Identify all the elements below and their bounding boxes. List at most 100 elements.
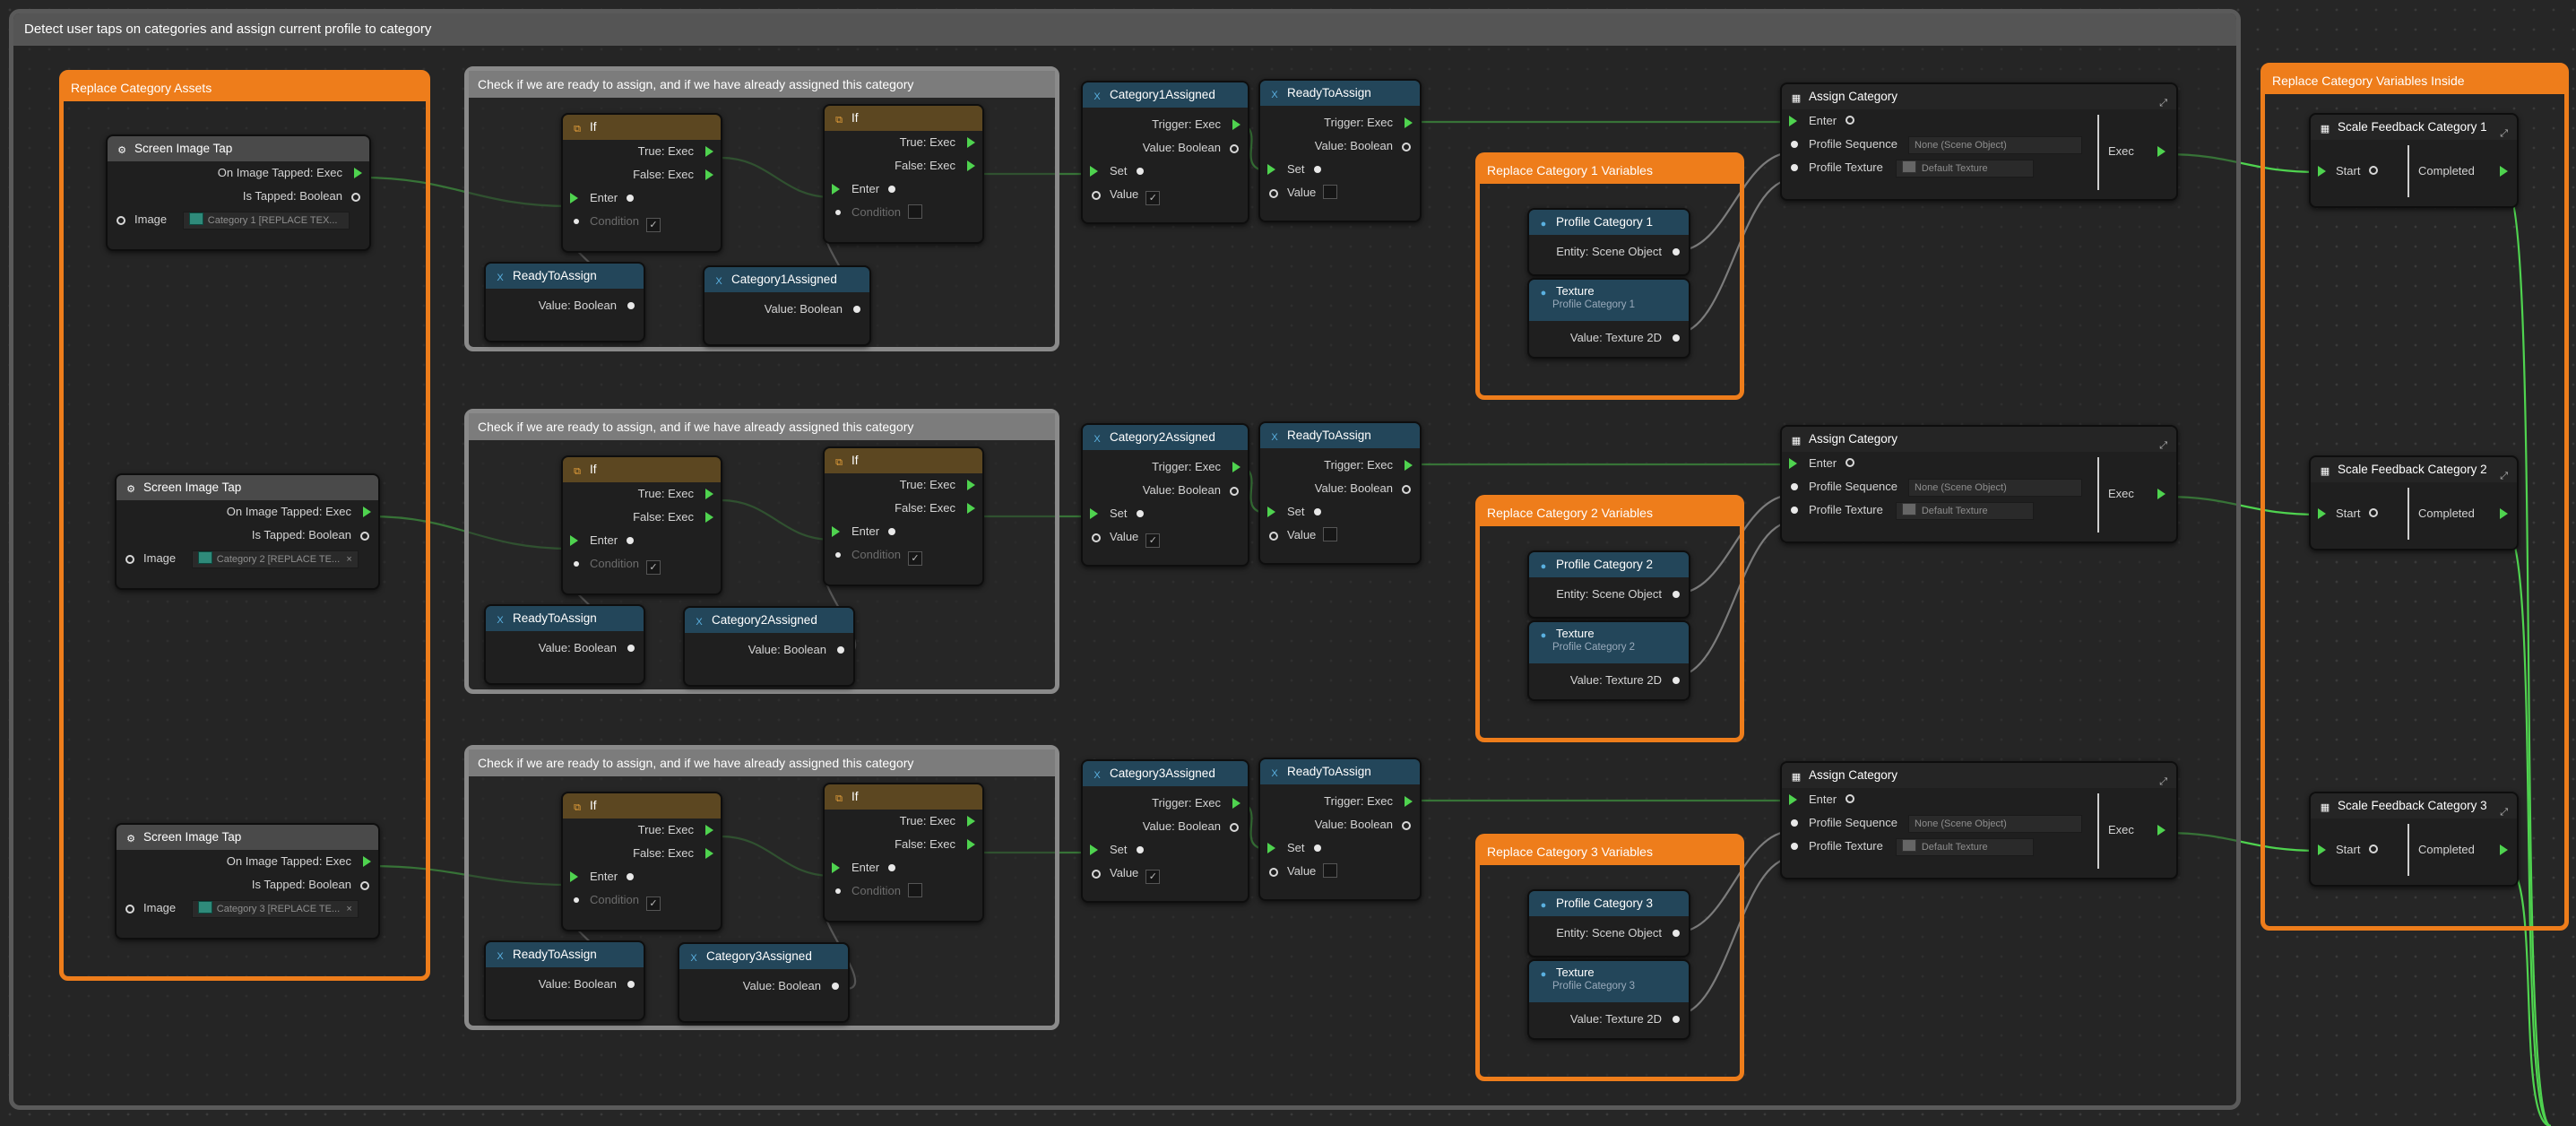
node-header[interactable]: ⚙Screen Image Tap [108,136,369,161]
value-output[interactable]: Value: Boolean [486,637,644,660]
node-header[interactable]: ⧉If [825,106,982,131]
exec-pin-icon[interactable] [1232,119,1240,130]
exec-pin-icon[interactable] [1789,458,1797,469]
value-input[interactable]: Value [1260,860,1420,883]
texture-output[interactable]: Value: Texture 2D [1529,1008,1689,1031]
enter-input[interactable]: Enter [563,865,721,888]
value-input[interactable]: Value [1260,181,1420,204]
bool-pin-icon[interactable] [853,306,860,313]
value-output[interactable]: Value: Boolean [1260,134,1420,158]
bool-pin-icon[interactable] [1402,821,1411,830]
condition-input[interactable]: Condition✓ [563,210,721,233]
completed-output[interactable]: Completed [2418,160,2513,183]
texture-pin-icon[interactable] [1673,677,1680,684]
set-input[interactable]: Set [1260,836,1420,860]
sequence-pin-icon[interactable] [1791,141,1798,148]
on-image-tapped-output[interactable]: On Image Tapped: Exec [117,850,378,873]
condition-input[interactable]: Condition [825,201,982,224]
image-pin-icon[interactable] [125,555,134,564]
value-pin-icon[interactable] [1269,189,1278,198]
value-checkbox[interactable] [1323,527,1338,541]
false-output[interactable]: False: Exec [563,842,721,865]
value-pin-icon[interactable] [1269,532,1278,541]
is-tapped-output[interactable]: Is Tapped: Boolean [117,524,378,547]
bool-pin-icon[interactable] [1402,485,1411,494]
entity-output[interactable]: Entity: Scene Object [1529,922,1689,945]
on-image-tapped-output[interactable]: On Image Tapped: Exec [108,161,369,185]
exec-pin-icon[interactable] [967,816,975,827]
node-header[interactable]: ●Profile Category 1 [1529,210,1689,235]
node-header[interactable]: ▦Scale Feedback Category 3⤢ [2311,793,2517,819]
condition-input[interactable]: Condition✓ [563,552,721,576]
texture-pin-icon[interactable] [1673,1016,1680,1023]
node-header[interactable]: ●Profile Category 2 [1529,552,1689,577]
enter-input[interactable]: Enter [1782,452,2176,475]
entity-pin-icon[interactable] [1673,248,1680,256]
set-input[interactable]: Set [1083,160,1248,183]
value-checkbox[interactable]: ✓ [1145,870,1161,884]
value-input[interactable]: Value✓ [1083,183,1248,206]
exec-output[interactable]: Exec [2108,482,2171,506]
sequence-pin-icon[interactable] [1791,819,1798,827]
start-input[interactable]: Start [2311,160,2400,183]
value-checkbox[interactable] [1323,863,1338,878]
texture-pin-icon[interactable] [1673,334,1680,342]
exec-pin-icon[interactable] [1232,798,1240,809]
texture-node-3[interactable]: ●Texture Profile Category 3 Value: Textu… [1527,959,1690,1040]
exec-pin-icon[interactable] [1405,460,1413,471]
node-header[interactable]: ▦Assign Category⤢ [1782,84,2176,109]
completed-output[interactable]: Completed [2418,502,2513,525]
value-output[interactable]: Value: Boolean [685,638,853,662]
exec-pin-icon[interactable] [570,871,578,882]
enter-input[interactable]: Enter [1782,109,2176,133]
node-header[interactable]: ●Texture Profile Category 3 [1529,961,1689,1002]
value-output[interactable]: Value: Boolean [1083,479,1248,502]
profile-category-node-2[interactable]: ●Profile Category 2 Entity: Scene Object [1527,550,1690,619]
true-output[interactable]: True: Exec [563,482,721,506]
exec-pin-icon[interactable] [705,489,713,499]
trigger-input[interactable]: Trigger: Exec [1083,792,1248,815]
bool-pin-icon[interactable] [832,983,839,990]
exec-pin-icon[interactable] [2500,844,2508,855]
exec-pin-icon[interactable] [2500,508,2508,519]
exec-pin-icon[interactable] [2500,166,2508,177]
is-tapped-output[interactable]: Is Tapped: Boolean [108,185,369,208]
image-input[interactable]: Image Category 1 [REPLACE TEX...× [108,208,369,231]
entity-pin-icon[interactable] [1673,591,1680,598]
true-output[interactable]: True: Exec [825,473,982,497]
screen-image-tap-node-2[interactable]: ⚙Screen Image Tap On Image Tapped: Exec … [115,473,380,590]
value-output[interactable]: Value: Boolean [486,294,644,317]
value-pin-icon[interactable] [1092,870,1101,879]
exec-pin-icon[interactable] [832,184,840,195]
profile-sequence-field[interactable]: None (Scene Object) [1908,135,2083,154]
enter-input[interactable]: Enter [563,186,721,210]
bool-pin-icon[interactable] [627,645,635,652]
exec-pin-icon[interactable] [2157,825,2165,836]
on-image-tapped-output[interactable]: On Image Tapped: Exec [117,500,378,524]
exec-pin-icon[interactable] [705,512,713,523]
true-output[interactable]: True: Exec [563,140,721,163]
bool-pin-icon[interactable] [837,646,844,654]
exec-pin-icon[interactable] [967,503,975,514]
completed-output[interactable]: Completed [2418,838,2513,862]
trigger-input[interactable]: Trigger: Exec [1260,790,1420,813]
if-node-2-1[interactable]: ⧉If True: Exec False: Exec Enter Conditi… [561,455,722,595]
exec-pin-icon[interactable] [705,169,713,180]
bool-pin-icon[interactable] [1230,487,1239,496]
